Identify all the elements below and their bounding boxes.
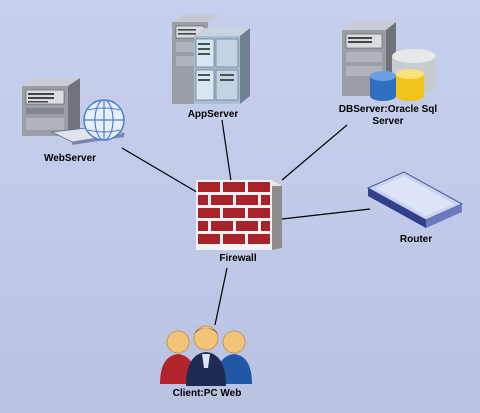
webserver-label: WebServer	[43, 153, 97, 164]
edge-appserver-firewall	[221, 119, 232, 182]
appserver-icon	[172, 15, 250, 104]
webserver-node[interactable]	[12, 68, 130, 148]
connection-lines	[121, 119, 371, 326]
router-node[interactable]	[362, 168, 466, 230]
edge-webserver-firewall	[121, 147, 201, 195]
router-label: Router	[399, 234, 433, 245]
edge-client-firewall	[214, 267, 228, 326]
client-node[interactable]	[158, 322, 254, 386]
dbserver-label: DBServer:Oracle Sql Server	[330, 104, 446, 128]
dbserver-label-line1: DBServer:Oracle Sql	[338, 104, 438, 115]
router-icon	[366, 171, 464, 228]
users-group-icon	[160, 325, 252, 386]
edge-dbserver-firewall	[281, 124, 348, 181]
firewall-icon	[196, 180, 282, 250]
dbserver-icon	[342, 22, 436, 101]
appserver-node[interactable]	[168, 12, 254, 108]
dbserver-label-line2: Server	[372, 116, 404, 127]
edge-router-firewall	[281, 208, 371, 220]
appserver-label: AppServer	[187, 109, 239, 120]
firewall-node[interactable]	[192, 176, 284, 252]
dbserver-node[interactable]	[336, 16, 446, 106]
firewall-label: Firewall	[219, 253, 257, 264]
client-label: Client:PC Web	[172, 388, 242, 399]
webserver-icon	[22, 78, 126, 145]
